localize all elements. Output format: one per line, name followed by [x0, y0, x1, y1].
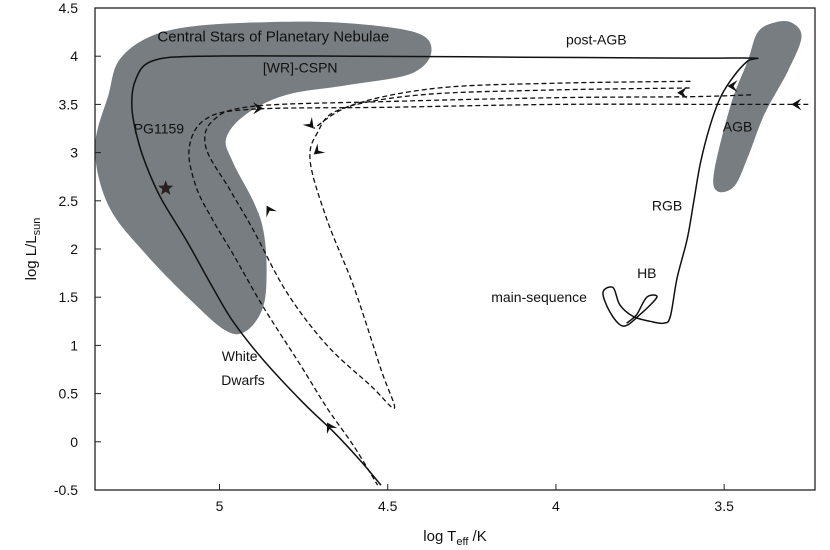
track-1 [131, 55, 759, 486]
arrow-1 [727, 80, 738, 93]
track-arrows [253, 80, 802, 435]
y-tick-label: 0.5 [59, 386, 79, 402]
track-2 [188, 103, 809, 486]
region-cspn [95, 21, 432, 335]
annotations: Central Stars of Planetary Nebulae post-A… [134, 29, 753, 388]
annotation-2: post-AGB [566, 32, 627, 48]
annotation-1: Central Stars of Planetary Nebulae [157, 29, 389, 46]
x-axis-label: log Teff /K [423, 528, 486, 548]
arrow-6 [313, 143, 326, 155]
track-4 [313, 80, 691, 130]
shaded-regions [95, 20, 802, 335]
y-tick-label: 4 [70, 48, 78, 64]
y-tick-label: 1.5 [59, 289, 79, 305]
y-tick-label: -0.5 [54, 482, 78, 498]
x-tick-label: 5 [216, 498, 224, 514]
x-tick-label: 4 [552, 498, 560, 514]
star-marker [158, 180, 174, 195]
y-tick-label: 2 [70, 241, 78, 257]
y-axis-label: log L/Lsun [23, 218, 43, 281]
track-3 [204, 87, 752, 409]
annotation-9: White [222, 348, 258, 364]
evolutionary-tracks [131, 55, 809, 486]
star-marker-group [158, 180, 174, 195]
y-tick-label: 2.5 [59, 193, 79, 209]
annotation-3: [WR]-CSPN [263, 60, 338, 76]
y-tick-label: 3.5 [59, 96, 79, 112]
region-agb [713, 20, 802, 193]
y-tick-label: 0 [70, 434, 78, 450]
annotation-6: RGB [652, 197, 682, 213]
arrow-5 [266, 205, 277, 218]
x-tick-label: 4.5 [378, 498, 398, 514]
arrow-2 [677, 86, 688, 99]
y-tick-label: 1 [70, 337, 78, 353]
arrow-8 [326, 422, 338, 435]
annotation-8: main-sequence [491, 289, 587, 305]
arrow-7 [302, 116, 314, 129]
annotation-10: Dwarfs [221, 372, 265, 388]
annotation-5: AGB [723, 118, 753, 134]
y-tick-label: 3 [70, 145, 78, 161]
y-axis-ticks: -0.5 0 0.5 1 1.5 2 2.5 3 3.5 4 4.5 [54, 0, 101, 498]
y-tick-label: 4.5 [59, 0, 79, 16]
arrow-4 [253, 102, 264, 115]
x-tick-label: 3.5 [714, 498, 734, 514]
x-axis-ticks: 5 4.5 4 3.5 [216, 484, 734, 514]
arrow-3 [791, 98, 802, 111]
annotation-7: HB [637, 265, 656, 281]
annotation-4: PG1159 [134, 120, 185, 136]
